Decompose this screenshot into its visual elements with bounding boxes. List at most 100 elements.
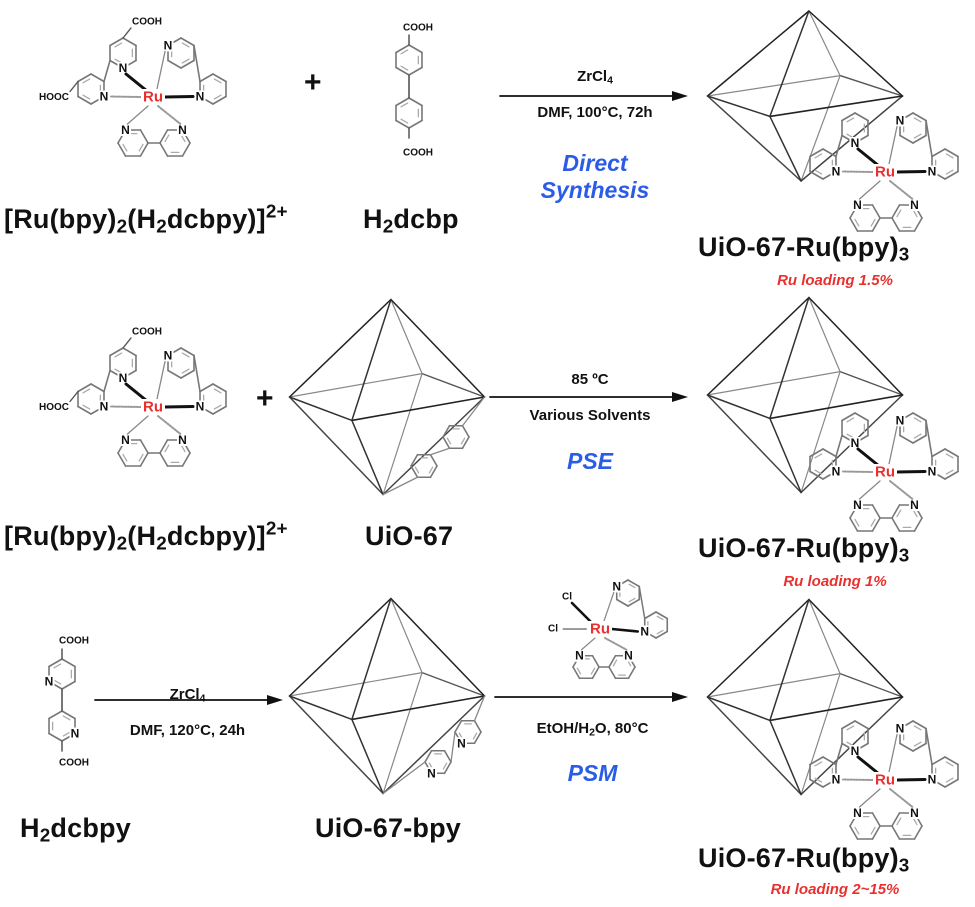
ring-bond xyxy=(913,217,923,232)
nitrogen-atom: N xyxy=(164,349,173,363)
dcbpy-ring-lower: N xyxy=(77,73,110,105)
reagent-text: ZrCl xyxy=(169,686,200,703)
formula-part: UiO-67-Ru(bpy) xyxy=(698,232,899,262)
ring-double-bond xyxy=(180,134,186,143)
bpy-ring: N xyxy=(849,198,881,232)
nitrogen-atom: N xyxy=(575,649,584,663)
ring-double-bond xyxy=(62,715,71,721)
ring-double-bond xyxy=(213,388,222,394)
octahedron-edge xyxy=(351,419,384,496)
ring-bond xyxy=(395,66,410,76)
octahedron-edge xyxy=(800,74,841,182)
ring-double-bond xyxy=(460,437,466,445)
ru-loading-row1: Ru loading 1.5% xyxy=(777,272,893,289)
ring-bond xyxy=(61,658,76,668)
ring-double-bond xyxy=(814,169,823,175)
bpy-ring: N xyxy=(891,198,923,232)
label-mask xyxy=(98,90,110,103)
ring-double-bond xyxy=(442,762,448,770)
ring-bond xyxy=(912,134,927,144)
octahedron-edge xyxy=(769,115,802,182)
octahedron-mof-crystal xyxy=(706,10,904,182)
label-mask xyxy=(894,114,906,127)
pyridine-ring: N xyxy=(454,719,482,750)
ruthenium-atom: Ru xyxy=(875,772,895,789)
octahedron-edge xyxy=(421,372,486,398)
ring-double-bond xyxy=(945,153,954,159)
formula-part: H xyxy=(20,813,40,843)
octahedron-edge xyxy=(769,598,810,722)
ring-bond xyxy=(822,448,837,458)
nitrogen-atom: N xyxy=(928,773,937,787)
product-label-row1: UiO-67-Ru(bpy)3 xyxy=(698,232,910,265)
linker-bond xyxy=(382,761,426,795)
ring-double-bond xyxy=(870,826,876,835)
label-mask xyxy=(852,199,863,212)
octahedron-edge xyxy=(769,394,904,420)
bipyridine-linker-on-mof: NN xyxy=(382,695,486,795)
linker-bond xyxy=(461,396,486,427)
ru-n-bond xyxy=(858,480,881,500)
ring-bond xyxy=(643,611,657,620)
ruthenium-atom: Ru xyxy=(143,89,163,106)
ru-n-bond xyxy=(156,360,166,400)
octahedron-edge xyxy=(421,671,486,697)
bpy-ring: N xyxy=(572,649,600,680)
ru-cl-wedge-bond xyxy=(570,601,594,625)
ring-double-bond xyxy=(122,453,128,462)
ring-double-bond xyxy=(854,518,860,527)
ring-double-bond xyxy=(945,761,954,767)
ring-double-bond xyxy=(53,663,62,669)
ru-n-wedge-bond xyxy=(124,382,149,403)
ring-double-bond xyxy=(180,444,186,453)
ring-bond xyxy=(608,654,617,668)
ring-bond xyxy=(443,749,452,763)
label-mask xyxy=(894,414,906,427)
ring-bond xyxy=(944,170,959,180)
ru-n-hashed-bond xyxy=(841,170,874,173)
ru-n-wedge-bond xyxy=(610,627,640,633)
octahedron-mof-crystal xyxy=(288,597,486,795)
ru-n-wedge-bond xyxy=(856,147,881,168)
ring-double-bond xyxy=(82,404,91,410)
bpy-ring: N xyxy=(194,383,227,415)
bpy-ring: N xyxy=(159,433,191,467)
chlorine-atom: Cl xyxy=(562,592,572,603)
ring-double-bond xyxy=(82,78,91,84)
ring-bond xyxy=(48,658,63,668)
ru-n-wedge-bond xyxy=(856,447,881,468)
ring-bond xyxy=(395,97,410,107)
method-line: Direct xyxy=(562,150,628,176)
bpy-ring: N xyxy=(849,806,881,840)
ring-double-bond xyxy=(870,218,876,227)
bipyridine-link xyxy=(835,434,843,458)
ru-n-hashed-bond xyxy=(889,788,914,809)
octahedron-edge xyxy=(808,296,904,396)
arrow-head xyxy=(267,695,283,705)
ring-double-bond xyxy=(428,466,434,474)
ru-n-wedge-bond xyxy=(124,72,149,93)
ring-double-bond xyxy=(576,667,582,675)
ring-bond xyxy=(117,452,127,467)
formula-part: (H xyxy=(127,521,157,551)
carboxyl-group: COOH xyxy=(59,636,89,647)
ring-bond xyxy=(912,742,927,752)
ring-bond xyxy=(809,148,824,158)
label-mask xyxy=(639,625,651,638)
ring-bond xyxy=(944,778,959,788)
ring-bond xyxy=(167,369,182,379)
bpy-ring: N xyxy=(926,448,959,480)
ru-n-bond xyxy=(858,788,881,808)
ring-double-bond xyxy=(814,777,823,783)
ring-double-bond xyxy=(912,817,918,826)
octahedron-edge xyxy=(390,298,423,375)
ring-bond xyxy=(891,217,901,232)
pyridine-ring: N xyxy=(424,749,452,780)
label-mask xyxy=(623,649,634,662)
octahedron-edge xyxy=(288,695,353,721)
octahedron-edge xyxy=(351,718,384,795)
octahedron-edge xyxy=(769,719,802,796)
phenyl-ring xyxy=(395,97,423,129)
